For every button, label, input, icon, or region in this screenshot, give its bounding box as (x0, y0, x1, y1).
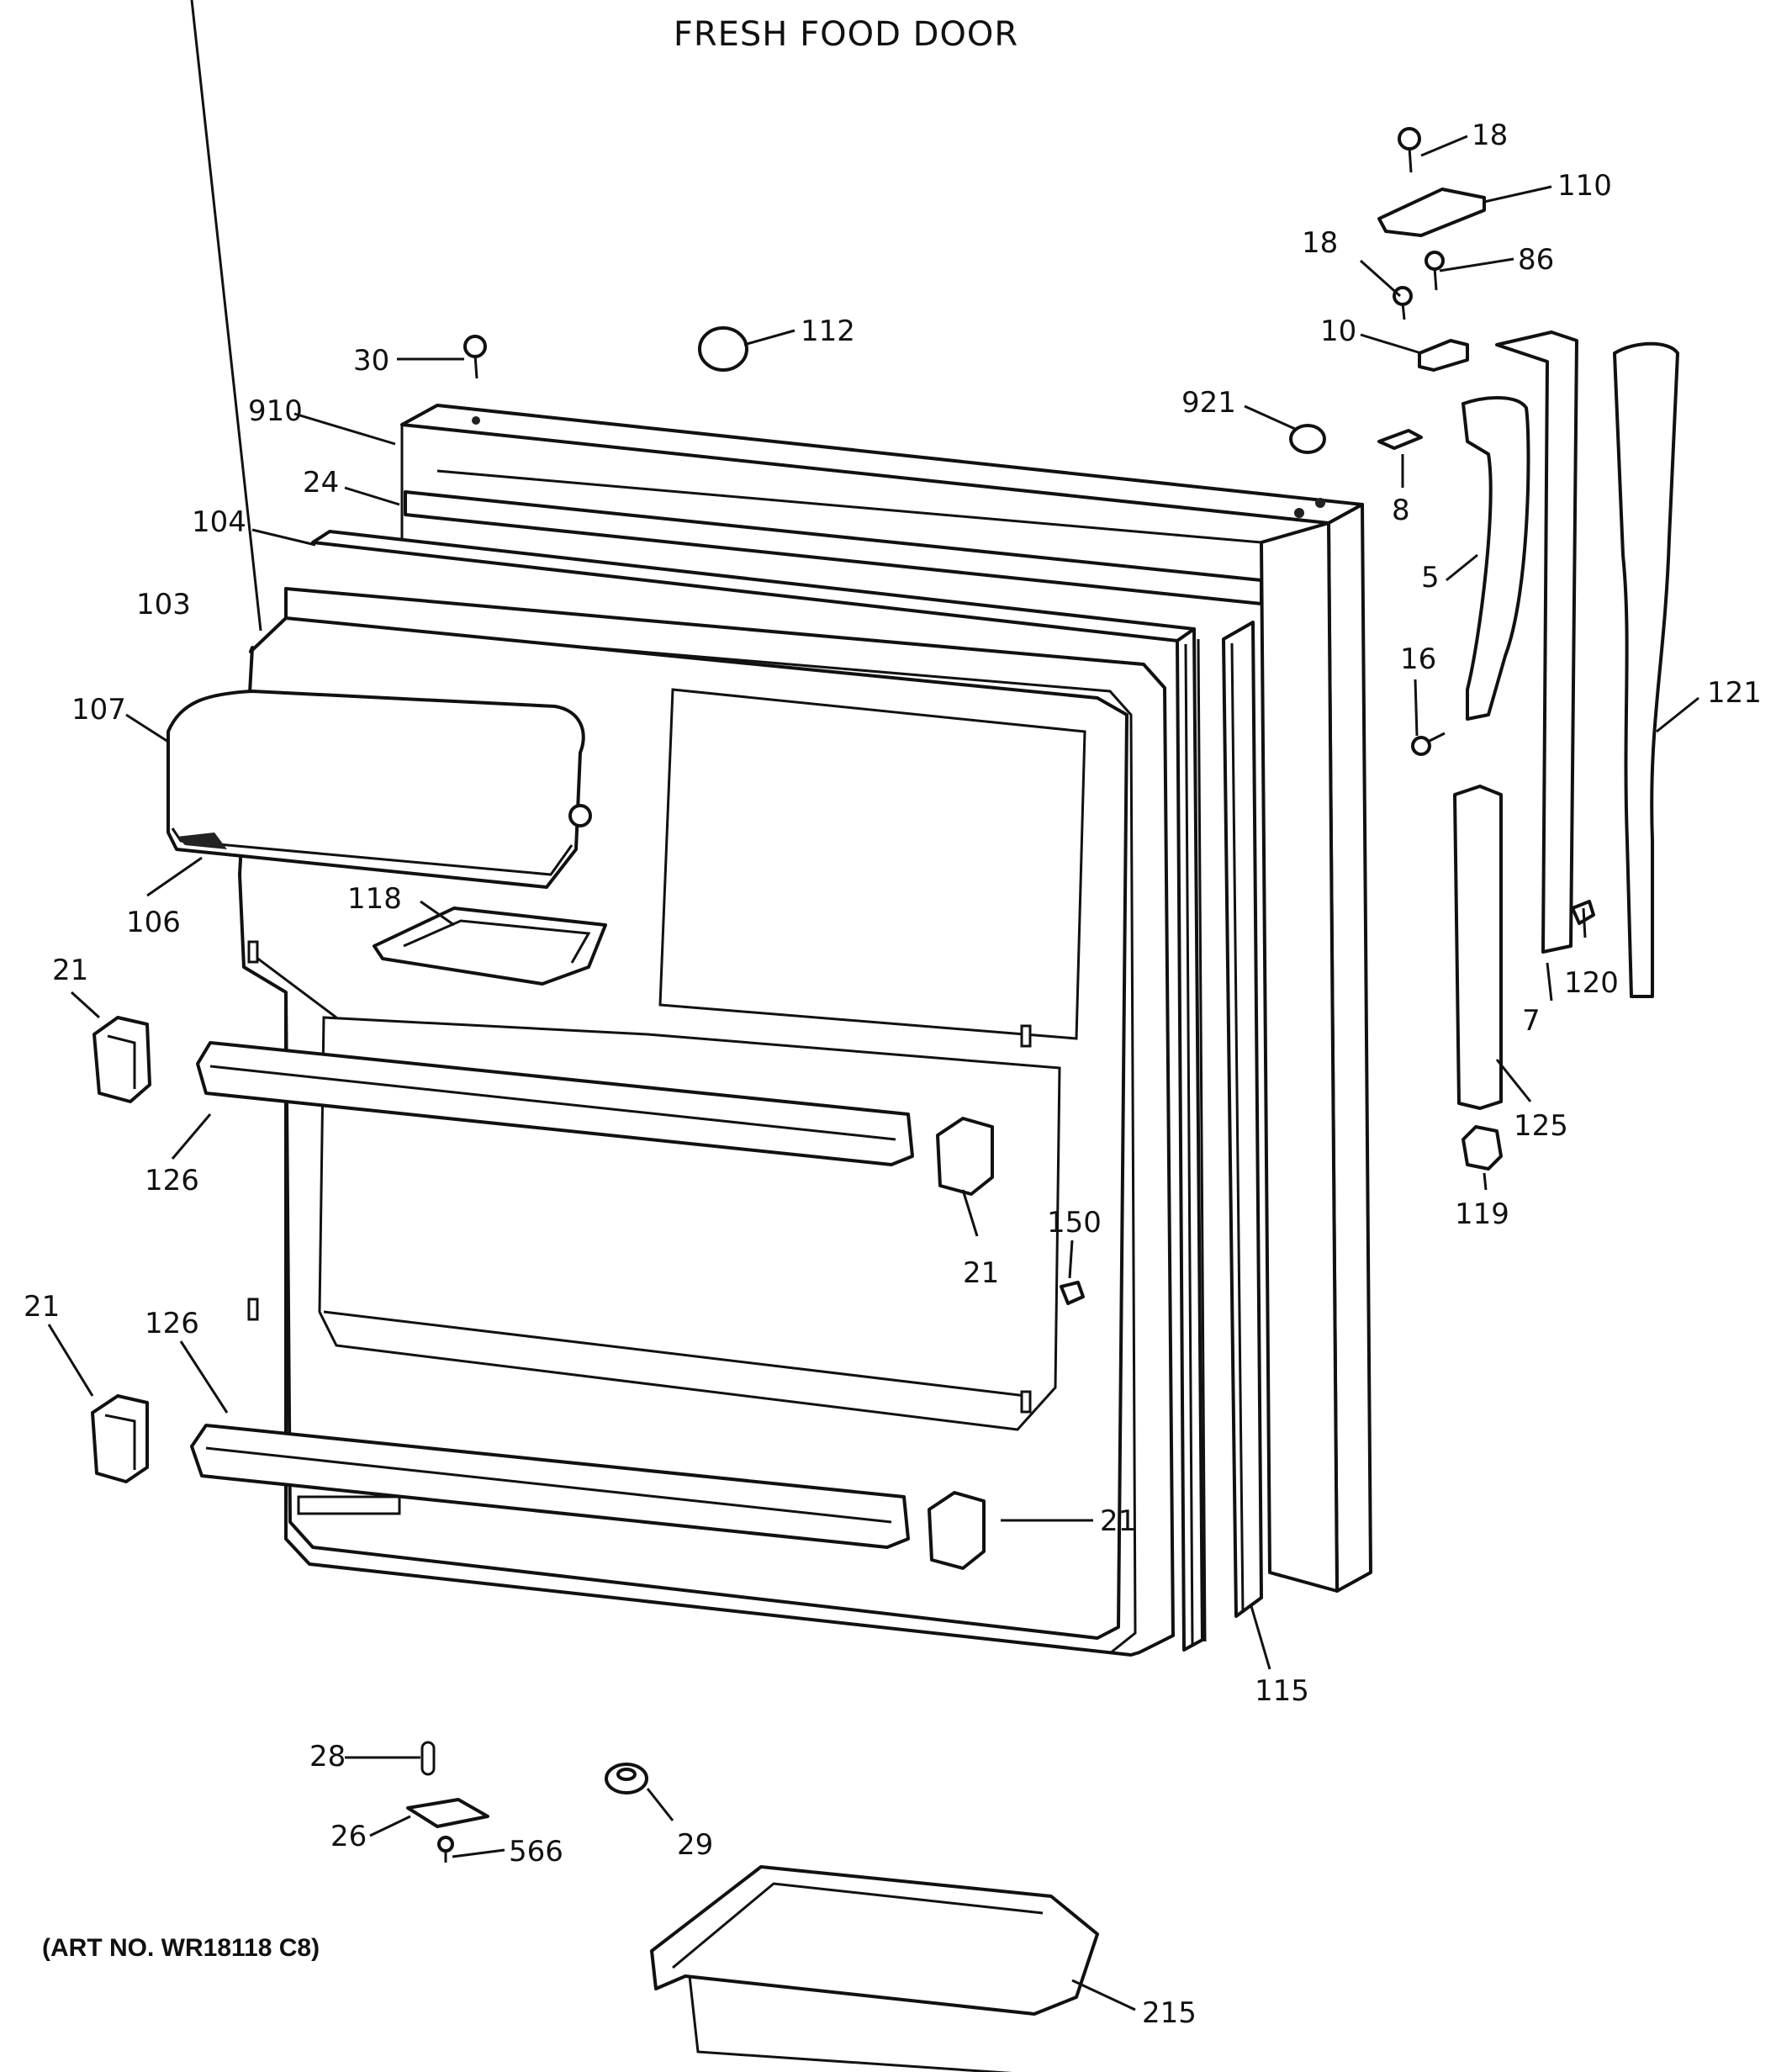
callout-104: 104 (192, 505, 246, 539)
pin (420, 1741, 436, 1776)
screw (437, 1836, 454, 1863)
callout-921: 921 (1181, 386, 1236, 420)
shelf-end-cap (936, 1117, 994, 1196)
callout-119: 119 (1455, 1197, 1509, 1231)
callout-30: 30 (353, 344, 389, 378)
hinge-plate (1377, 339, 1469, 450)
spacer-bar (1453, 785, 1503, 1110)
callout-103: 103 (136, 588, 191, 621)
callout-18: 18 (1472, 119, 1508, 152)
callout-115: 115 (1255, 1674, 1309, 1708)
outer-door-panel (400, 404, 1372, 1593)
plug-button (698, 326, 1326, 454)
callout-126: 126 (145, 1307, 199, 1340)
callout-215: 215 (1142, 1996, 1197, 2030)
screw (463, 127, 1445, 379)
callout-7: 7 (1522, 1004, 1541, 1038)
callout-5: 5 (1421, 561, 1440, 595)
clip (1462, 1125, 1503, 1171)
shelf-rail-upper (196, 1041, 914, 1166)
callout-26: 26 (330, 1820, 367, 1853)
callout-8: 8 (1392, 494, 1410, 527)
callout-125: 125 (1514, 1109, 1568, 1143)
callout-21: 21 (24, 1290, 60, 1324)
callout-21: 21 (52, 954, 88, 987)
callout-86: 86 (1518, 243, 1554, 277)
callout-28: 28 (309, 1740, 346, 1773)
callout-566: 566 (509, 1835, 563, 1868)
callout-118: 118 (347, 882, 402, 916)
callout-910: 910 (248, 394, 303, 428)
bracket (406, 1798, 489, 1828)
hinge-cover (1377, 188, 1486, 237)
callout-121: 121 (1707, 676, 1762, 710)
callout-107: 107 (71, 693, 126, 727)
handle-bar (1495, 330, 1578, 954)
callouts: 18 110 18 86 30 112 10 910 921 8 24 104 … (24, 119, 1762, 2030)
callout-150: 150 (1047, 1206, 1102, 1240)
callout-120: 120 (1564, 966, 1619, 1000)
bumper (605, 1763, 648, 1794)
callout-24: 24 (303, 466, 339, 500)
shelf-rail-lower (190, 1424, 910, 1549)
callout-106: 106 (126, 906, 181, 939)
door-bin (650, 1865, 1099, 2072)
egg-tray (373, 906, 607, 986)
callout-112: 112 (801, 314, 855, 348)
shelf-end-cap (92, 1016, 151, 1103)
door-gasket (311, 530, 1207, 1652)
callout-21: 21 (963, 1256, 999, 1290)
shelf-end-cap (928, 1491, 986, 1570)
diagram-title: FRESH FOOD DOOR (673, 15, 1019, 54)
callout-126: 126 (145, 1164, 199, 1197)
callout-16: 16 (1400, 642, 1436, 676)
leader-lines (47, 0, 1699, 2011)
handle-trim (1613, 341, 1679, 998)
seal-strip (1222, 621, 1263, 1618)
art-number: (ART NO. WR18118 C8) (42, 1934, 320, 1962)
callout-110: 110 (1557, 169, 1612, 203)
callout-18: 18 (1302, 226, 1338, 260)
screw (1060, 732, 1595, 1305)
dairy-door (166, 690, 592, 889)
door-handle (1462, 396, 1530, 721)
callout-21: 21 (1100, 1504, 1136, 1538)
callout-10: 10 (1320, 314, 1356, 348)
shelf-end-cap (91, 1394, 149, 1483)
callout-29: 29 (677, 1828, 713, 1862)
